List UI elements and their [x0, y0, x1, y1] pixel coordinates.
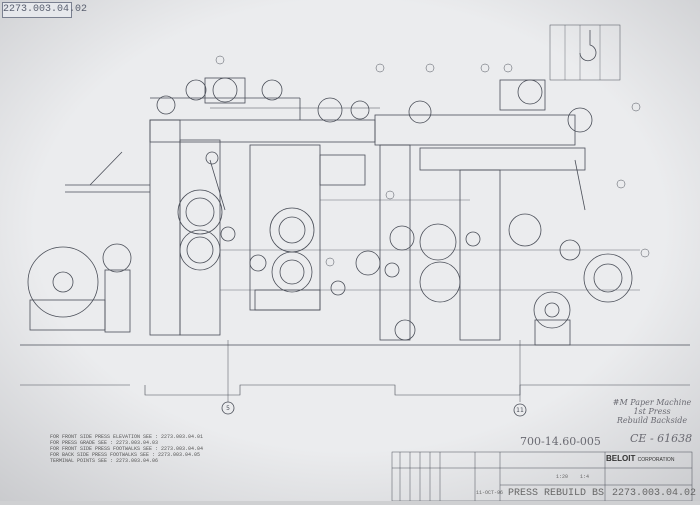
grid-label-5: 5 — [226, 405, 230, 412]
grid-marker-5 — [221, 401, 235, 415]
reference-note: FOR FRONT SIDE PRESS ELEVATION SEE : 227… — [50, 434, 204, 440]
drawing-number-stamp: 2273.003.04.02 — [2, 2, 87, 18]
reference-note: FOR PRESS GRADE SEE : 2273.003.04.03 — [50, 440, 159, 446]
drawing-date: 11-OCT-96 — [476, 490, 504, 496]
handwritten-note: #M Paper Machine 1st Press Rebuild Backs… — [612, 398, 692, 425]
upper-frame-right — [419, 147, 586, 171]
drawing-title: PRESS REBUILD BS — [508, 488, 605, 499]
title-drawing-number: 2273.003.04.02 — [612, 488, 697, 499]
ce-number: CE - 61638 — [630, 432, 693, 445]
company-logo: BELOIT CORPORATION — [606, 454, 675, 463]
rolls — [27, 77, 633, 341]
gearbox — [319, 154, 366, 186]
grid-marker-11 — [513, 403, 527, 417]
reference-notes: FOR FRONT SIDE PRESS ELEVATION SEE : 227… — [50, 434, 203, 464]
drawing-size: 1:4 — [580, 474, 590, 480]
crane-hook — [579, 30, 597, 62]
reference-note: FOR BACK SIDE PRESS FOOTWALKS SEE : 2273… — [50, 452, 201, 458]
reference-note: FOR FRONT SIDE PRESS FOOTWALKS SEE : 227… — [50, 446, 204, 452]
grid-label-11: 11 — [516, 407, 524, 414]
title-block — [391, 451, 693, 502]
job-number: 700-14.60-005 — [520, 435, 601, 448]
reference-note: TERMINAL POINTS SEE : 2273.003.04.06 — [50, 458, 159, 464]
drawing-scale: 1:20 — [556, 474, 569, 480]
